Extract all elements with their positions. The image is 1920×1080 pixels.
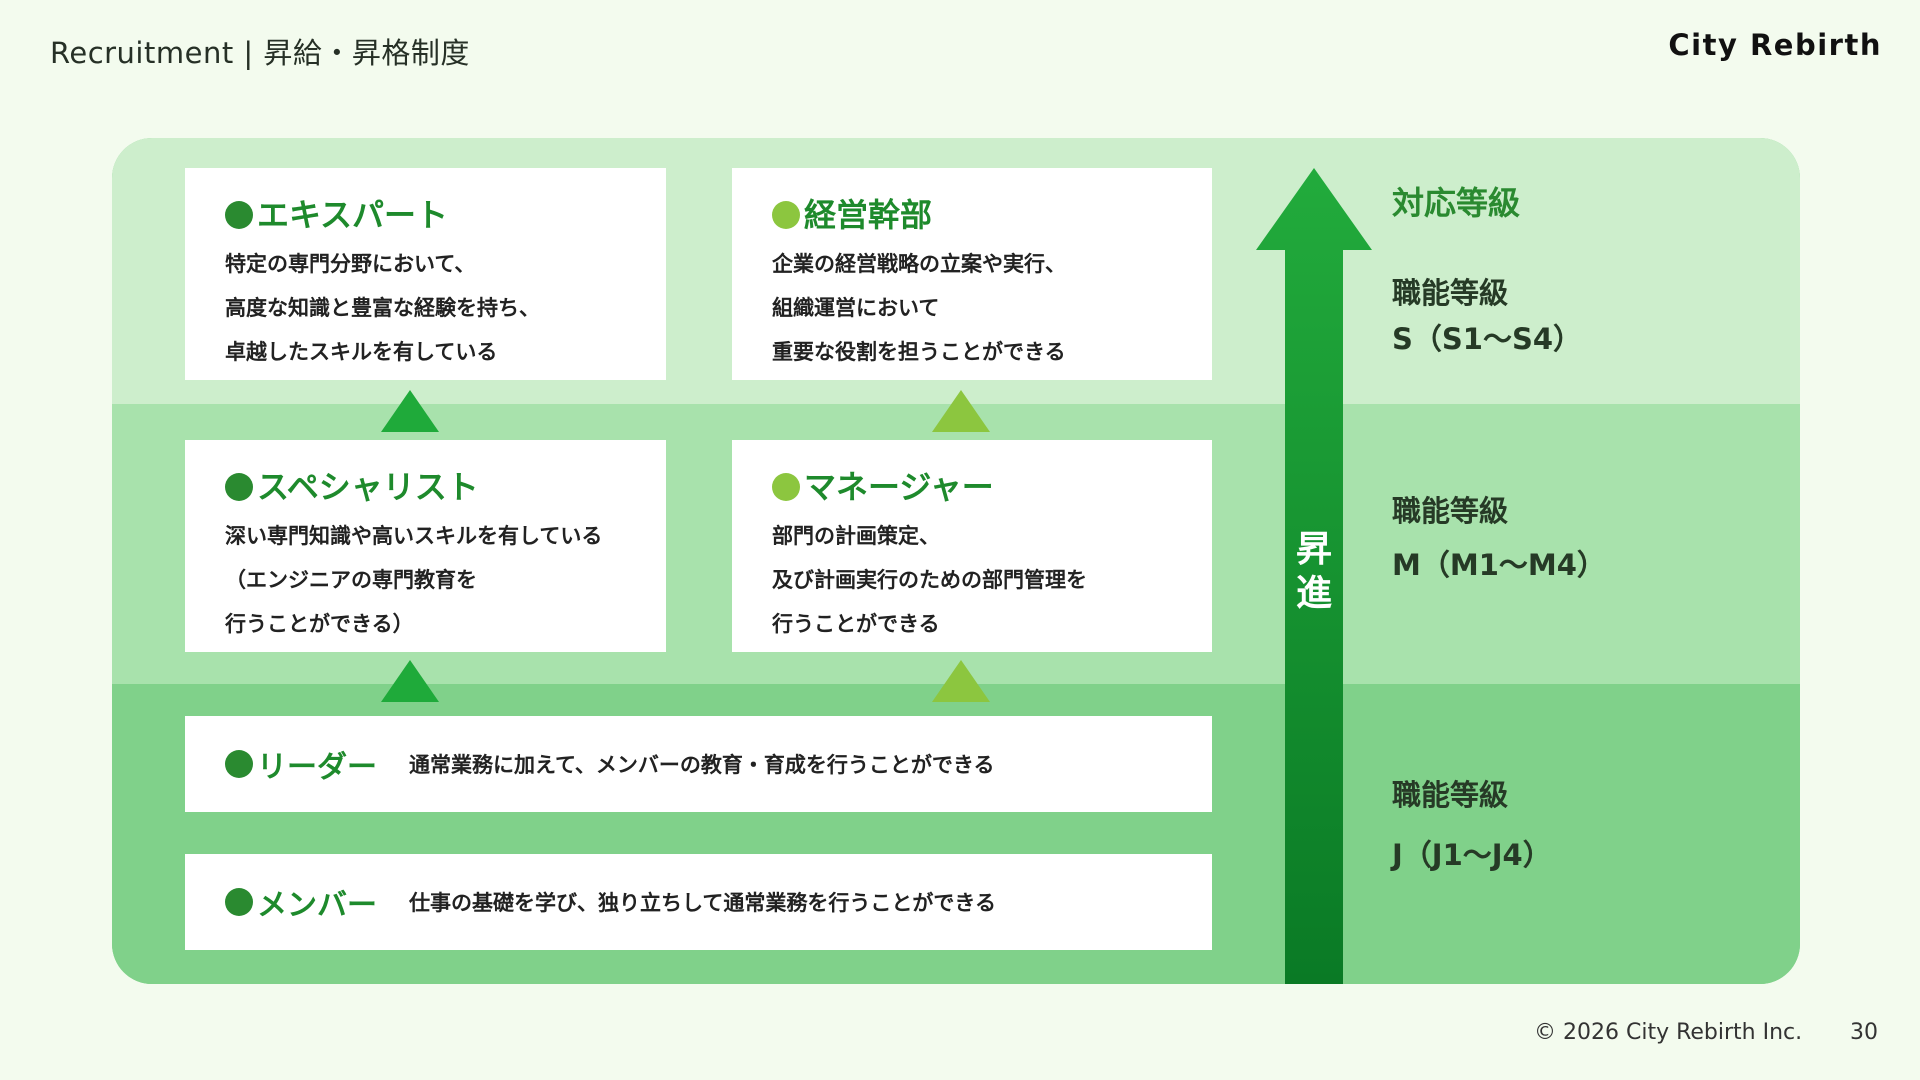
bullet-dot-icon <box>225 750 253 778</box>
up-triangle-icon <box>381 390 439 432</box>
bullet-dot-icon <box>225 473 253 501</box>
row-leader-title: リーダー <box>225 716 377 812</box>
promotion-arrow-icon <box>1256 168 1372 984</box>
card-executive-desc: 企業の経営戦略の立案や実行、 組織運営において 重要な役割を担うことができる <box>772 252 1066 364</box>
card-manager-desc: 部門の計画策定、 及び計画実行のための部門管理を 行うことができる <box>772 524 1087 636</box>
row-member-desc: 仕事の基礎を学び、独り立ちして通常業務を行うことができる <box>409 891 996 915</box>
card-manager-title: マネージャー <box>772 462 994 508</box>
grade-j-label: 職能等級 <box>1392 778 1509 812</box>
card-executive-title: 経営幹部 <box>772 190 932 236</box>
brand-logo-text: City Rebirth <box>1668 28 1882 62</box>
card-specialist: スペシャリスト 深い専門知識や高いスキルを有している （エンジニアの専門教育を … <box>185 440 666 652</box>
grades-heading: 対応等級 <box>1392 184 1521 222</box>
page-title: Recruitment | 昇給・昇格制度 <box>50 36 470 70</box>
card-specialist-title: スペシャリスト <box>225 462 479 508</box>
card-manager: マネージャー 部門の計画策定、 及び計画実行のための部門管理を 行うことができる <box>732 440 1212 652</box>
row-leader: リーダー 通常業務に加えて、メンバーの教育・育成を行うことができる <box>185 716 1212 812</box>
grade-s-range: S（S1〜S4） <box>1392 322 1583 356</box>
card-expert-desc: 特定の専門分野において、 高度な知識と豊富な経験を持ち、 卓越したスキルを有して… <box>225 252 540 364</box>
grade-m-range: M（M1〜M4） <box>1392 548 1606 582</box>
card-specialist-desc: 深い専門知識や高いスキルを有している （エンジニアの専門教育を 行うことができる… <box>225 524 603 636</box>
career-ladder-panel: エキスパート 特定の専門分野において、 高度な知識と豊富な経験を持ち、 卓越した… <box>112 138 1800 984</box>
bullet-dot-icon <box>772 473 800 501</box>
grade-j-range: J（J1〜J4） <box>1392 838 1552 872</box>
up-triangle-icon <box>932 390 990 432</box>
footer-copyright: © 2026 City Rebirth Inc. <box>1534 1020 1803 1045</box>
row-leader-desc: 通常業務に加えて、メンバーの教育・育成を行うことができる <box>409 753 995 777</box>
grade-s-label: 職能等級 <box>1392 276 1509 310</box>
page-number: 30 <box>1850 1020 1878 1045</box>
card-expert-title: エキスパート <box>225 190 448 236</box>
card-executive: 経営幹部 企業の経営戦略の立案や実行、 組織運営において 重要な役割を担うことが… <box>732 168 1212 380</box>
up-triangle-icon <box>932 660 990 702</box>
bullet-dot-icon <box>772 201 800 229</box>
up-triangle-icon <box>381 660 439 702</box>
bullet-dot-icon <box>225 201 253 229</box>
row-member: メンバー 仕事の基礎を学び、独り立ちして通常業務を行うことができる <box>185 854 1212 950</box>
card-expert: エキスパート 特定の専門分野において、 高度な知識と豊富な経験を持ち、 卓越した… <box>185 168 666 380</box>
promotion-label: 昇 進 <box>1295 529 1332 614</box>
grade-m-label: 職能等級 <box>1392 494 1509 528</box>
row-member-title: メンバー <box>225 854 377 950</box>
bullet-dot-icon <box>225 888 253 916</box>
